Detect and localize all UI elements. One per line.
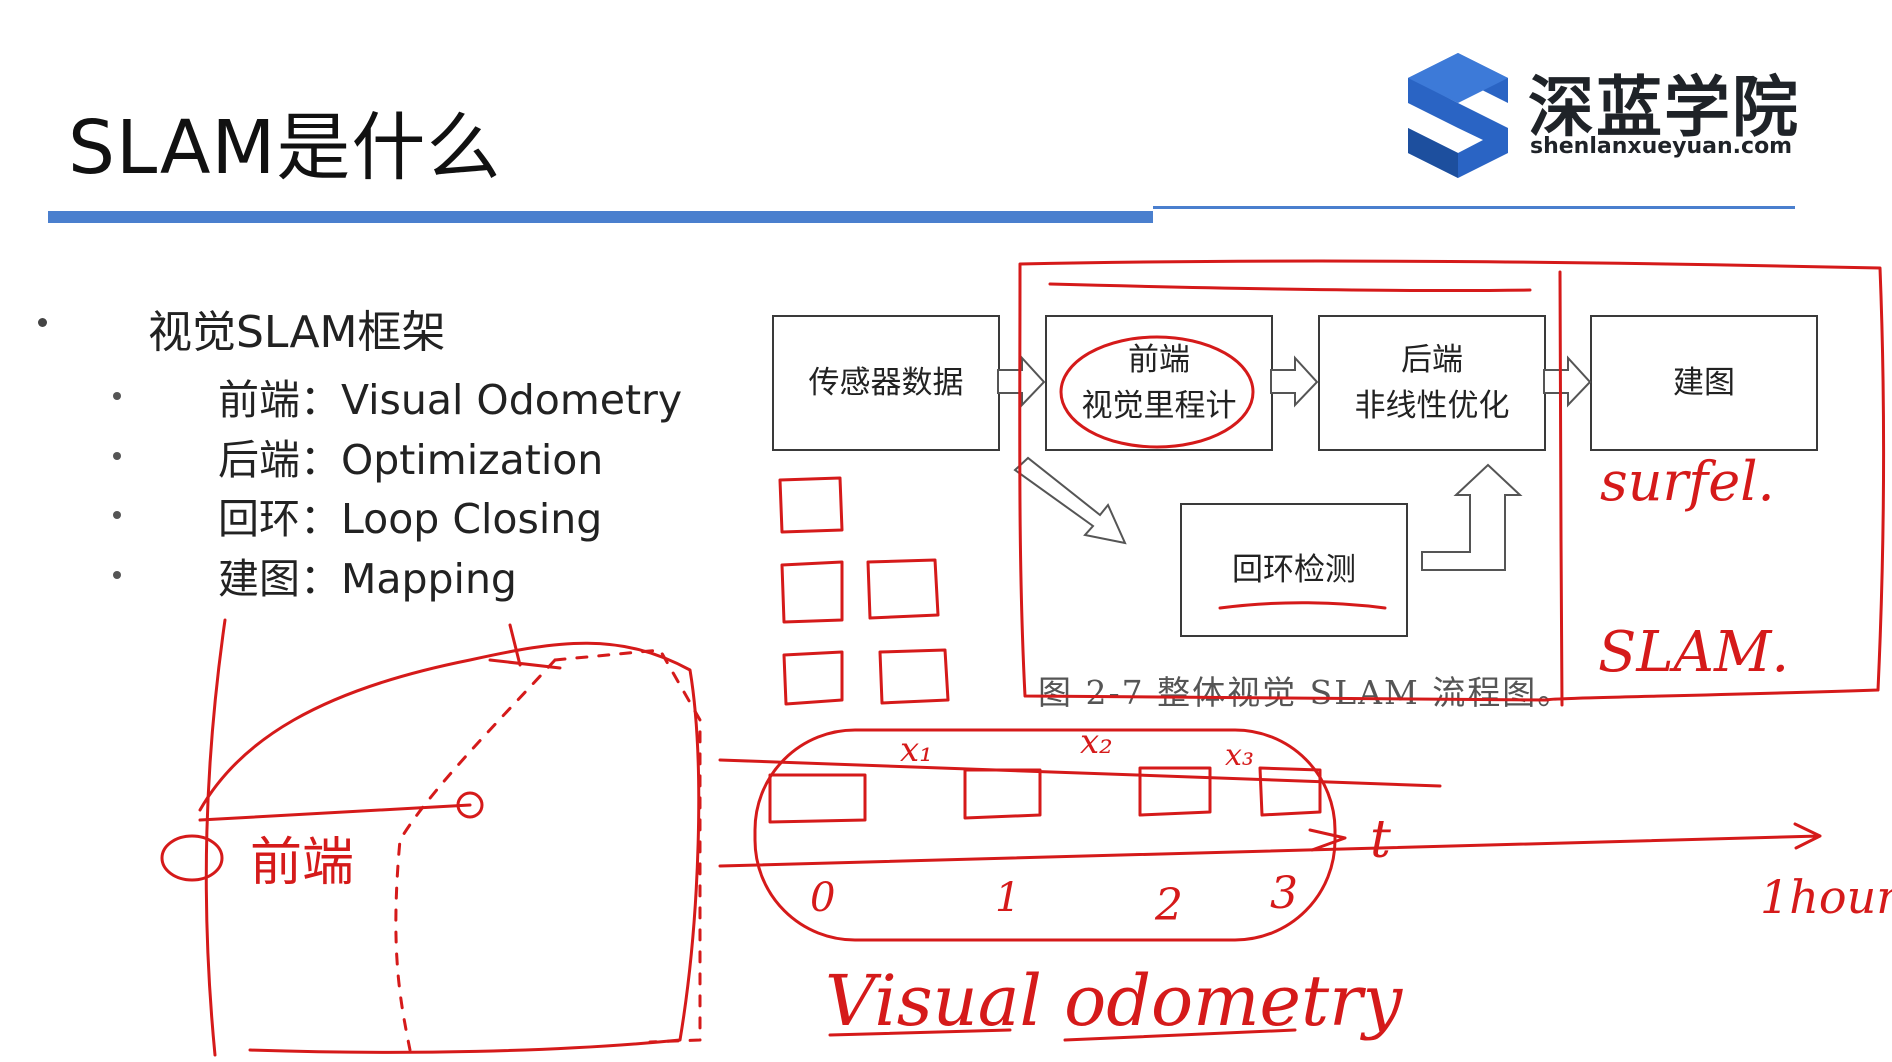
box-sensor-data: 传感器数据 <box>772 315 1000 451</box>
arrow-backend-to-mapping-icon <box>1543 355 1592 408</box>
header-rule-thick <box>48 211 1153 223</box>
ink-text-frontend: 前端 <box>250 833 355 893</box>
sub-bullet-dot <box>113 392 121 400</box>
ink-room-outline <box>198 641 701 1054</box>
ink-time-axis <box>718 758 1442 788</box>
logo: 深蓝学院 shenlanxueyuan.com <box>1398 48 1818 178</box>
ink-text-x1: x₁ <box>900 730 933 770</box>
ink-frames-on-axis <box>768 766 1322 824</box>
bullet-backend: 后端：Optimization <box>218 436 604 484</box>
box-frontend-sub: 视觉里程计 <box>1081 388 1237 424</box>
ink-room-dash <box>394 648 702 1052</box>
ink-camera-right <box>456 791 484 819</box>
box-backend-sub: 非线性优化 <box>1354 388 1510 424</box>
logo-s-icon <box>1408 53 1508 178</box>
bullet-loop: 回环：Loop Closing <box>218 495 603 543</box>
arrow-sensor-to-loop-icon <box>1013 456 1127 545</box>
box-loop-label: 回环检测 <box>1232 551 1356 588</box>
ink-room-horizon <box>198 803 472 822</box>
bullet-mapping: 建图：Mapping <box>218 555 517 603</box>
slide-title: SLAM是什么 <box>68 105 502 191</box>
ink-divider-mapping <box>1558 270 1564 707</box>
ink-text-x2: x₂ <box>1080 722 1113 762</box>
ink-tick-3: 3 <box>1270 868 1298 919</box>
ink-text-surfel: surfel. <box>1600 450 1775 513</box>
ink-underline-vo-1 <box>828 1028 1012 1037</box>
box-sensor-label: 传感器数据 <box>808 364 964 401</box>
ink-camera-left <box>160 834 224 882</box>
box-mapping-label: 建图 <box>1673 364 1735 401</box>
bullet-dot <box>38 318 47 327</box>
ink-top-underline <box>1048 282 1532 293</box>
ink-tick-1: 1 <box>995 875 1021 921</box>
sub-bullet-dot <box>113 452 121 460</box>
ink-circle-vo <box>1059 335 1255 449</box>
ink-underline-vo-2 <box>1063 1028 1297 1042</box>
ink-time-axis-2 <box>718 822 1822 868</box>
box-loop-closing: 回环检测 <box>1180 503 1408 637</box>
box-mapping: 建图 <box>1590 315 1818 451</box>
ink-room-vertical <box>204 618 227 1057</box>
bullet-main: 视觉SLAM框架 <box>148 307 446 358</box>
logo-url: shenlanxueyuan.com <box>1530 134 1793 159</box>
sub-bullet-dot <box>113 511 121 519</box>
ink-frame-main <box>1018 259 1886 702</box>
arrow-frontend-to-backend-icon <box>1270 355 1319 408</box>
sub-bullet-dot <box>113 571 121 579</box>
ink-text-x3: x₃ <box>1225 738 1254 773</box>
ink-underline-loop <box>1218 601 1387 610</box>
ink-tick-2: 2 <box>1155 880 1183 931</box>
ink-frame-stack <box>778 476 950 706</box>
arrow-loop-to-backend-icon <box>1421 463 1523 571</box>
box-frontend-title: 前端 <box>1128 341 1190 378</box>
box-backend: 后端 非线性优化 <box>1318 315 1546 451</box>
logo-name: 深蓝学院 <box>1528 69 1800 146</box>
ink-text-hour: 1hour <box>1760 870 1892 924</box>
header-rule-thin <box>1153 206 1795 209</box>
ink-tick-0: 0 <box>810 875 836 921</box>
diagram-caption: 图 2-7 整体视觉 SLAM 流程图。 <box>1038 673 1573 712</box>
ink-text-visual-odometry: Visual odometry <box>825 960 1403 1042</box>
ink-text-slam: SLAM. <box>1598 620 1790 685</box>
box-backend-title: 后端 <box>1401 341 1463 378</box>
ink-axis-arrow-t <box>1308 828 1347 852</box>
bullet-frontend: 前端：Visual Odometry <box>218 376 683 424</box>
ink-text-t: t <box>1370 810 1391 870</box>
